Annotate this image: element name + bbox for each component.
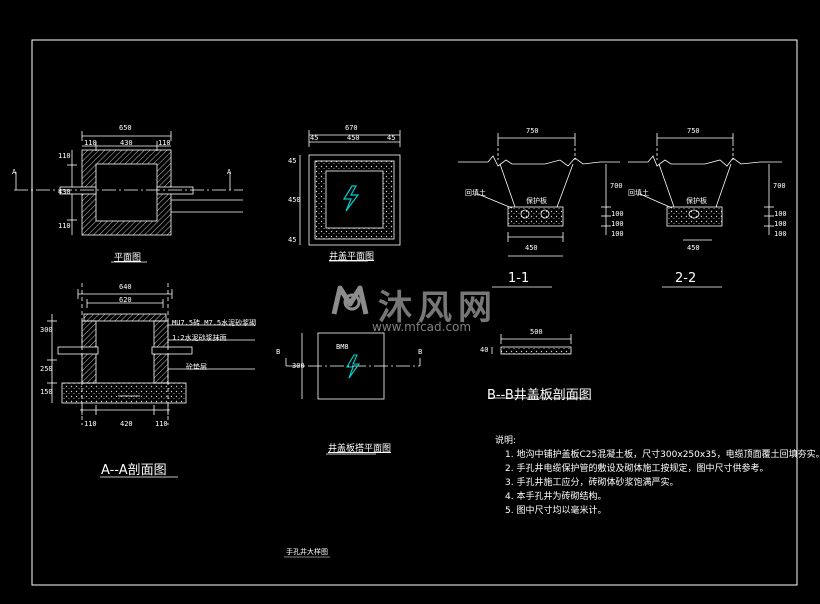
cover-dim-2: 450	[347, 134, 360, 142]
section-aa-dim-inner: 620	[119, 296, 132, 304]
section-aa-dim-bottom-3: 110	[155, 420, 168, 428]
notes-heading: 说明:	[495, 436, 517, 446]
bottom-caption: 手孔井大样图	[286, 548, 328, 556]
note-item-1: 1. 地沟中铺护盖板C25混凝土板，尺寸300x250x35，电缆顶面覆土回填夯…	[505, 450, 820, 460]
plan-view	[14, 131, 243, 263]
watermark-url: www.mfcad.com	[372, 320, 472, 334]
slab-text: BM8	[336, 343, 349, 351]
section-11-dim-bottom: 450	[525, 244, 538, 252]
section-aa-dim-left-2: 250	[40, 365, 53, 373]
section-22-dim-right-3: 100	[774, 220, 787, 228]
section-22	[628, 133, 782, 288]
section-11-dim-right-1: 700	[610, 182, 623, 190]
section-bb-dim-top: 500	[530, 328, 543, 336]
plan-section-mark-left: A	[12, 168, 17, 176]
section-aa-dim-bottom-1: 110	[84, 420, 97, 428]
plan-dim-wall-left: 110	[84, 139, 97, 147]
plan-dim-left-2: 430	[58, 188, 71, 196]
section-22-callout-slab: 保护板	[686, 197, 707, 205]
section-aa-callout-cushion: 砼垫层	[186, 363, 207, 371]
section-11	[458, 133, 620, 288]
cover-slab-plan-title: 井盖板搭平面图	[328, 444, 392, 454]
section-22-dim-right-1: 700	[773, 182, 786, 190]
section-11-callout-fill: 回填土	[465, 189, 486, 197]
section-11-dim-right-3: 100	[611, 220, 624, 228]
section-aa-callout-brick: MU7.5砖 M7.5水泥砂浆砌	[172, 319, 257, 327]
note-item-4: 4. 本手孔井为砖砌结构。	[505, 492, 607, 502]
plan-view-title: 平面图	[114, 253, 142, 263]
section-22-title: 2-2	[675, 271, 697, 286]
cover-plan-title: 井盖平面图	[329, 252, 375, 262]
plan-dim-inner: 430	[120, 139, 133, 147]
note-item-2: 2. 手孔井电缆保护管的敷设及砌体施工按规定，图中尺寸供参考。	[505, 464, 769, 474]
section-11-callout-slab: 保护板	[526, 197, 547, 205]
section-11-dim-top: 750	[526, 127, 539, 135]
drawing-border	[31, 39, 798, 586]
slab-dim-side: 300	[292, 362, 305, 370]
section-22-dim-right-2: 100	[774, 210, 787, 218]
cover-dim-left-2: 450	[288, 196, 301, 204]
watermark-logo-icon	[331, 285, 369, 315]
cover-dim-overall: 670	[345, 124, 358, 132]
cover-slab-plan	[285, 332, 421, 455]
cover-plan	[299, 130, 401, 262]
section-aa-dim-bottom-2: 420	[120, 420, 133, 428]
plan-section-mark-right: A	[227, 168, 232, 176]
section-22-dim-bottom: 450	[687, 244, 700, 252]
section-aa-dim-left-3: 150	[40, 388, 53, 396]
note-item-3: 3. 手孔井施工应分，砖砌体砂浆饱满严实。	[505, 478, 679, 488]
section-22-callout-fill: 回填土	[628, 189, 649, 197]
section-11-dim-right-4: 100	[611, 230, 624, 238]
plan-dim-overall: 650	[119, 124, 132, 132]
section-11-dim-right-2: 100	[611, 210, 624, 218]
cover-dim-left-3: 45	[288, 236, 297, 244]
slab-mark-left: B	[276, 348, 281, 356]
section-22-dim-top: 750	[687, 127, 700, 135]
plan-dim-wall-right: 110	[158, 139, 171, 147]
section-aa-dim-left-1: 300	[40, 326, 53, 334]
cover-dim-1: 45	[310, 134, 319, 142]
cover-dim-left-1: 45	[288, 157, 297, 165]
notes-block: 说明: 1. 地沟中铺护盖板C25混凝土板，尺寸300x250x35，电缆顶面覆…	[495, 434, 820, 518]
section-bb-title: B--B井盖板剖面图	[487, 388, 592, 403]
section-bb	[488, 334, 585, 399]
plan-dim-left-1: 110	[58, 152, 71, 160]
watermark-text: 沐风网	[378, 288, 498, 328]
section-aa-title: A--A剖面图	[101, 463, 167, 478]
cover-dim-3: 45	[387, 134, 396, 142]
section-11-title: 1-1	[508, 271, 530, 286]
slab-mark-right: B	[418, 348, 423, 356]
section-aa	[47, 283, 255, 478]
note-item-5: 5. 图中尺寸均以毫米计。	[505, 506, 607, 516]
section-bb-dim-left: 40	[480, 346, 489, 354]
plan-dim-left-3: 110	[58, 222, 71, 230]
section-aa-dim-outer: 640	[119, 283, 132, 291]
section-aa-callout-plaster: 1:2水泥砂浆抹面	[172, 334, 227, 342]
section-22-dim-right-4: 100	[774, 230, 787, 238]
